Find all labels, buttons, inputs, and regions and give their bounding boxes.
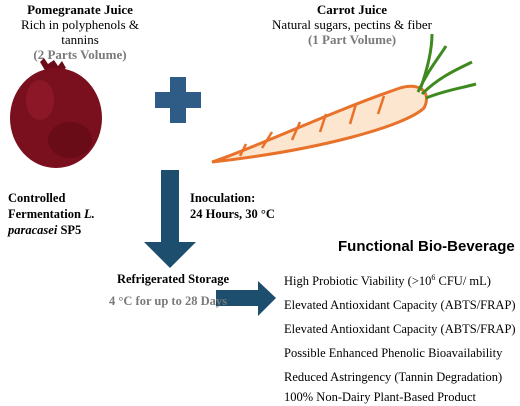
inoculation-label: Inoculation: 24 Hours, 30 °C: [190, 190, 314, 222]
inoculation-title: Inoculation:: [190, 191, 256, 205]
benefit-item-5: Reduced Astringency (Tannin Degradation): [284, 370, 503, 384]
process-arrow-down: [144, 170, 196, 268]
carrot-title: Carrot Juice: [316, 2, 388, 17]
benefit-item-4: Possible Enhanced Phenolic Bioavailabili…: [284, 346, 503, 360]
storage-label: Refrigerated Storage: [98, 272, 248, 287]
carrot-ratio: (1 Part Volume): [307, 32, 397, 47]
fermentation-label: Controlled Fermentation L. paracasei SP5: [8, 190, 142, 238]
benefit-item-6: 100% Non-Dairy Plant-Based Product: [284, 390, 476, 404]
carrot-image: [211, 33, 477, 164]
pomegranate-label: Pomegranate Juice Rich in polyphenols & …: [2, 2, 158, 62]
fermentation-line-1: Controlled: [8, 191, 66, 205]
carrot-label: Carrot Juice Natural sugars, pectins & f…: [268, 2, 436, 47]
fermentation-line-3: paracasei SP5: [8, 223, 82, 237]
benefit-item-1: High Probiotic Viability (>106 CFU/ mL): [284, 272, 491, 288]
inoculation-conditions: 24 Hours, 30 °C: [190, 207, 275, 221]
product-title: Functional Bio-Beverage: [338, 238, 515, 255]
pomegranate-description: Rich in polyphenols & tannins: [20, 17, 140, 47]
storage-detail: 4 °C for up to 28 Days: [109, 294, 227, 308]
benefit-item-3: Elevated Antioxidant Capacity (ABTS/FRAP…: [284, 322, 516, 336]
benefit-item-2: Elevated Antioxidant Capacity (ABTS/FRAP…: [284, 298, 516, 312]
plus-icon: [155, 77, 201, 123]
pomegranate-ratio: (2 Parts Volume): [33, 47, 127, 62]
process-arrow-right: [216, 281, 276, 316]
pomegranate-title: Pomegranate Juice: [27, 2, 133, 17]
carrot-description: Natural sugars, pectins & fiber: [272, 17, 432, 32]
pomegranate-image: [10, 58, 102, 168]
fermentation-line-2: Fermentation L.: [8, 207, 95, 221]
storage-title: Refrigerated Storage: [116, 272, 230, 286]
